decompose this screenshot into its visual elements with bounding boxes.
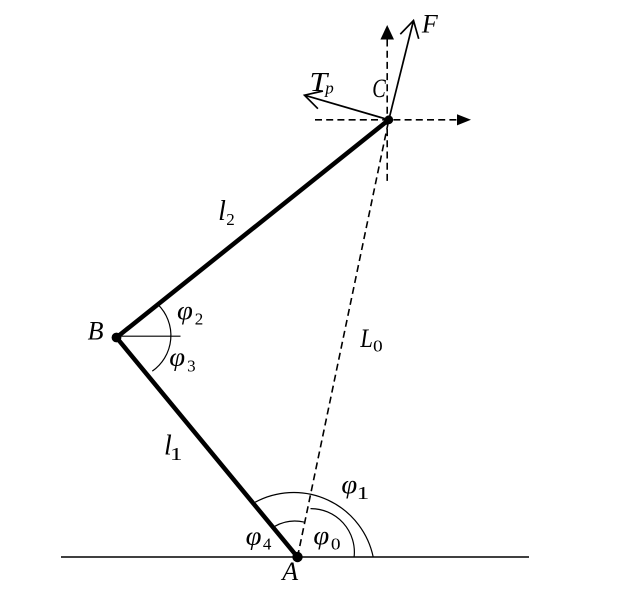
svg-text:4: 4 [263, 535, 272, 554]
svg-text:φ: φ [341, 470, 357, 499]
svg-text:0: 0 [373, 337, 383, 356]
svg-text:3: 3 [187, 356, 196, 375]
svg-text:C: C [372, 74, 386, 103]
svg-text:φ: φ [169, 343, 185, 372]
svg-text:B: B [88, 316, 104, 345]
svg-text:F: F [421, 10, 439, 39]
svg-text:1: 1 [357, 482, 370, 503]
svg-text:2: 2 [195, 310, 204, 329]
svg-text:φ: φ [246, 521, 262, 550]
svg-text:2: 2 [226, 210, 235, 229]
svg-text:A: A [280, 557, 298, 586]
svg-text:1: 1 [170, 443, 183, 464]
svg-text:l: l [164, 431, 172, 462]
svg-text:φ: φ [313, 521, 329, 550]
svg-text:φ: φ [177, 296, 193, 325]
svg-text:p: p [324, 78, 334, 97]
svg-text:T: T [310, 68, 330, 97]
svg-text:0: 0 [331, 535, 341, 554]
svg-text:L: L [360, 324, 373, 353]
svg-text:l: l [218, 196, 226, 227]
